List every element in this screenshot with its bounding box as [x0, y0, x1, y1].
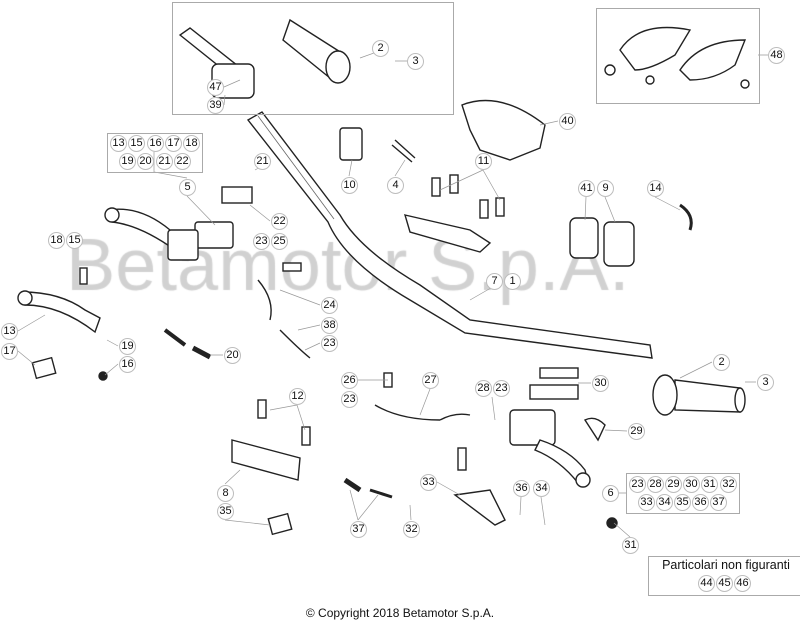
spare-lever [21, 291, 101, 334]
callout-part-45: 45 [716, 575, 733, 592]
callout-part-31: 31 [701, 476, 718, 493]
callout-part-34: 34 [533, 480, 550, 497]
callout-part-13: 13 [110, 135, 127, 152]
callout-part-34: 34 [656, 494, 673, 511]
callout-part-22: 22 [271, 213, 288, 230]
callout-part-41: 41 [578, 180, 595, 197]
callout-part-30: 30 [592, 375, 609, 392]
callout-part-33: 33 [638, 494, 655, 511]
handguard-group-box [596, 8, 760, 104]
callout-part-14: 14 [647, 180, 664, 197]
callout-part-15: 15 [128, 135, 145, 152]
callout-part-33: 33 [420, 474, 437, 491]
callout-part-30: 30 [683, 476, 700, 493]
callout-part-20: 20 [137, 153, 154, 170]
throttle-group-box [172, 2, 454, 115]
callout-part-1: 1 [504, 273, 521, 290]
callout-part-15: 15 [66, 232, 83, 249]
handguards [604, 26, 750, 89]
callout-part-25: 25 [271, 233, 288, 250]
callout-part-16: 16 [119, 356, 136, 373]
callout-part-28: 28 [647, 476, 664, 493]
callout-part-9: 9 [597, 180, 614, 197]
callout-part-10: 10 [341, 177, 358, 194]
callout-part-38: 38 [321, 317, 338, 334]
callout-part-35: 35 [674, 494, 691, 511]
callout-part-17: 17 [165, 135, 182, 152]
upper-clamp [403, 214, 492, 253]
callout-part-24: 24 [321, 297, 338, 314]
callout-part-18: 18 [48, 232, 65, 249]
brake-kit-box [626, 473, 740, 514]
lower-clamps [231, 399, 311, 481]
callout-part-40: 40 [559, 113, 576, 130]
callout-part-23: 23 [493, 380, 510, 397]
clutch-kit-box [107, 133, 203, 173]
start-switch [603, 221, 635, 267]
callout-part-35: 35 [217, 503, 234, 520]
callout-part-4: 4 [387, 177, 404, 194]
callout-part-19: 19 [119, 338, 136, 355]
callout-part-19: 19 [119, 153, 136, 170]
right-grip [652, 374, 746, 416]
callout-part-36: 36 [692, 494, 709, 511]
callout-part-21: 21 [254, 153, 271, 170]
callout-part-20: 20 [224, 347, 241, 364]
callout-part-2: 2 [372, 40, 389, 57]
callout-part-16: 16 [147, 135, 164, 152]
callout-part-23: 23 [341, 391, 358, 408]
callout-part-23: 23 [253, 233, 270, 250]
callout-part-7: 7 [486, 273, 503, 290]
callout-part-18: 18 [183, 135, 200, 152]
not-shown-parts-title: Particolari non figuranti [662, 558, 790, 572]
callout-part-48: 48 [768, 47, 785, 64]
callout-part-29: 29 [628, 423, 645, 440]
callout-part-32: 32 [403, 521, 420, 538]
callout-part-17: 17 [1, 343, 18, 360]
callout-part-8: 8 [217, 485, 234, 502]
callout-part-46: 46 [734, 575, 751, 592]
callout-part-32: 32 [720, 476, 737, 493]
callout-part-22: 22 [174, 153, 191, 170]
callout-part-12: 12 [289, 388, 306, 405]
callout-part-28: 28 [475, 380, 492, 397]
callout-part-29: 29 [665, 476, 682, 493]
callout-part-3: 3 [407, 53, 424, 70]
not-shown-parts-box: Particolari non figuranti [648, 556, 800, 596]
clamp-bolts [431, 174, 505, 219]
reservoir-cap [221, 186, 253, 204]
callout-part-39: 39 [207, 97, 224, 114]
callout-part-23: 23 [321, 335, 338, 352]
switch [339, 127, 363, 161]
front-master-cylinder [509, 409, 556, 446]
copyright: © Copyright 2018 Betamotor S.p.A. [305, 606, 495, 620]
callout-part-47: 47 [207, 79, 224, 96]
callout-part-11: 11 [475, 153, 492, 170]
callout-part-6: 6 [602, 485, 619, 502]
callout-part-27: 27 [422, 372, 439, 389]
callout-part-31: 31 [622, 537, 639, 554]
callout-part-37: 37 [350, 521, 367, 538]
callout-part-3: 3 [757, 374, 774, 391]
callout-part-26: 26 [341, 372, 358, 389]
brake-hose [374, 404, 471, 421]
callout-part-23: 23 [629, 476, 646, 493]
clutch-master-cylinder [194, 221, 234, 249]
callout-part-21: 21 [156, 153, 173, 170]
callout-part-2: 2 [713, 354, 730, 371]
callout-part-37: 37 [710, 494, 727, 511]
number-plate [461, 99, 546, 161]
callout-part-5: 5 [179, 179, 196, 196]
handlebar [246, 111, 653, 359]
callout-part-44: 44 [698, 575, 715, 592]
kill-switch [569, 217, 599, 259]
callout-part-13: 13 [1, 323, 18, 340]
callout-part-36: 36 [513, 480, 530, 497]
